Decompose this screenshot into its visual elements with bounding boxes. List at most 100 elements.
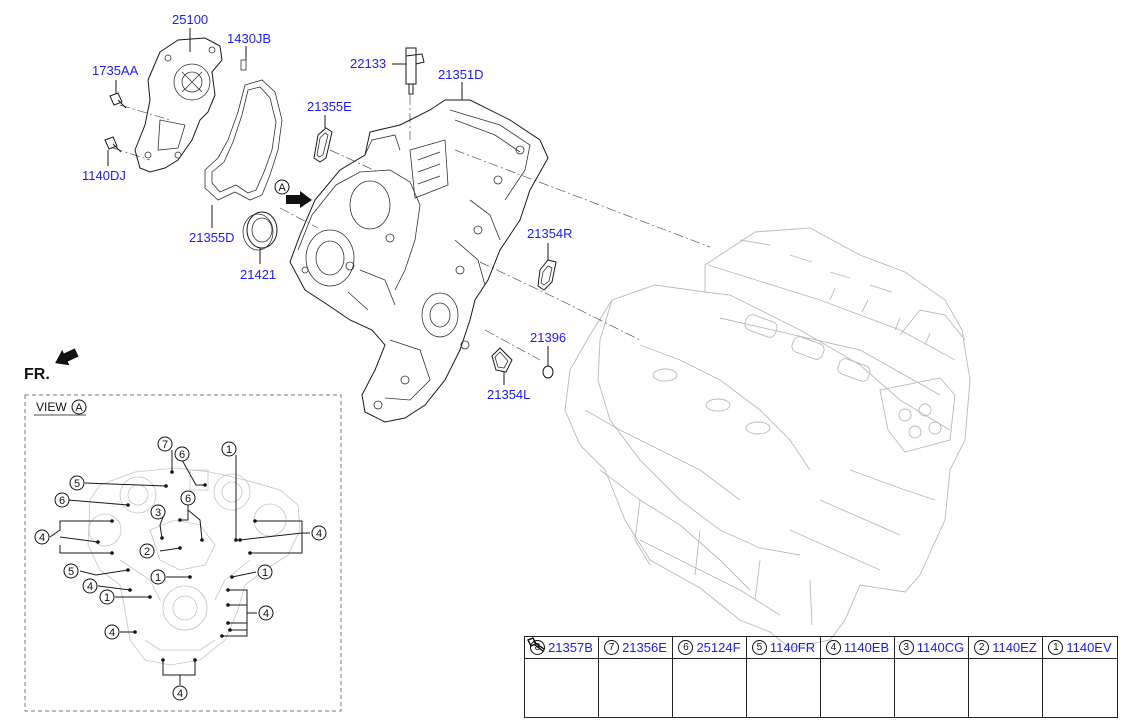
view-callout-3[interactable]: 3 [150, 504, 166, 520]
callout-21355e[interactable]: 21355E [307, 99, 352, 114]
svg-text:4: 4 [316, 528, 322, 540]
bolt-icon-cell-2 [527, 637, 1043, 717]
bolt-icon-cell-7 [527, 637, 673, 717]
view-callout-6a[interactable]: 6 [174, 446, 190, 462]
svg-text:5: 5 [74, 478, 80, 490]
view-callout-1a[interactable]: 1 [221, 441, 237, 457]
view-title: VIEW [36, 400, 67, 414]
callout-21421[interactable]: 21421 [240, 267, 276, 282]
svg-text:4: 4 [109, 627, 115, 639]
oil-seal-part [242, 211, 278, 251]
sensor-22133-part [405, 47, 425, 95]
view-callout-4e[interactable]: 4 [104, 624, 120, 640]
gasket-21354l-part [491, 347, 513, 373]
callout-21354l[interactable]: 21354L [487, 387, 530, 402]
front-label: FR. [24, 366, 50, 383]
callout-21355d[interactable]: 21355D [189, 230, 235, 245]
svg-text:5: 5 [68, 566, 74, 578]
callout-labels: 25100 1430JB 1735AA 1140DJ 21355D 21421 … [82, 12, 573, 402]
view-a-callouts: 7 6 1 5 6 6 3 4 4 2 5 1 1 4 1 4 4 4 [34, 436, 327, 701]
svg-text:7: 7 [162, 439, 168, 451]
view-a-cover-ghost [87, 467, 301, 666]
svg-text:4: 4 [263, 608, 269, 620]
callout-1140dj[interactable]: 1140DJ [82, 168, 126, 183]
view-title-marker: A [75, 402, 83, 414]
bolt-part-number: 21356E [622, 640, 667, 655]
view-callout-7[interactable]: 7 [157, 436, 173, 452]
bolt-icon-cell-3 [527, 637, 969, 717]
view-callout-4c[interactable]: 4 [82, 578, 98, 594]
bolt-index-circle: 5 [751, 640, 767, 655]
timing-cover-part [289, 99, 549, 423]
callout-21396[interactable]: 21396 [530, 330, 566, 345]
o-ring-21396-part [542, 365, 554, 379]
view-callout-4b[interactable]: 4 [311, 525, 327, 541]
svg-text:1: 1 [262, 567, 268, 579]
callout-1430jb[interactable]: 1430JB [227, 31, 271, 46]
svg-text:6: 6 [59, 495, 65, 507]
view-a-leaders [49, 450, 310, 685]
leader-lines [107, 28, 549, 385]
svg-text:1: 1 [104, 592, 110, 604]
engine-block-ghost [564, 227, 971, 649]
callout-21351d[interactable]: 21351D [438, 67, 484, 82]
view-callout-5b[interactable]: 5 [63, 563, 79, 579]
svg-text:4: 4 [177, 688, 183, 700]
bolt-icon-cell-8 [525, 637, 599, 717]
gasket-21354r-part [537, 259, 557, 291]
bolt-part-number: 25124F [696, 640, 741, 655]
svg-text:4: 4 [39, 532, 45, 544]
svg-text:4: 4 [87, 581, 93, 593]
bolt-part-number: 21357B [548, 640, 593, 655]
bolt-part-number: 1140EB [843, 640, 890, 655]
view-direction-arrow [286, 191, 312, 208]
svg-text:2: 2 [144, 546, 150, 558]
bolt-part-number: 1140FR [769, 640, 816, 655]
view-callout-1c[interactable]: 1 [257, 564, 273, 580]
callout-1735aa[interactable]: 1735AA [92, 63, 139, 78]
bolt-1735aa-part [109, 92, 127, 109]
view-a-box: VIEW A [24, 394, 342, 712]
view-a-letter: A [278, 182, 286, 194]
view-callout-4f[interactable]: 4 [172, 685, 188, 701]
svg-text:3: 3 [155, 507, 161, 519]
front-indicator: FR. [24, 348, 79, 383]
view-callout-2[interactable]: 2 [139, 543, 155, 559]
view-a-marker: A [274, 179, 290, 195]
view-callout-4d[interactable]: 4 [258, 605, 274, 621]
bolt-index-circle: 1 [1048, 640, 1064, 655]
center-lines [112, 95, 711, 361]
svg-text:1: 1 [155, 572, 161, 584]
view-callout-6b[interactable]: 6 [54, 492, 70, 508]
callout-22133[interactable]: 22133 [350, 56, 386, 71]
bolt-index-circle: 2 [974, 640, 990, 655]
view-callout-5a[interactable]: 5 [69, 475, 85, 491]
view-callout-4a[interactable]: 4 [34, 529, 50, 545]
bolt-index-circle: 7 [604, 640, 620, 655]
bolt-icon-cell-5 [527, 637, 821, 717]
bolt-part-number: 1140EZ [992, 640, 1037, 655]
bolt-part-number: 1140CG [916, 640, 965, 655]
svg-text:1: 1 [226, 444, 232, 456]
bolt-index-circle: 4 [825, 640, 841, 655]
bolt-icon-cell-6 [527, 637, 747, 717]
callout-25100[interactable]: 25100 [172, 12, 208, 27]
water-pump-part [134, 37, 223, 173]
callout-21354r[interactable]: 21354R [527, 226, 573, 241]
view-callout-1d[interactable]: 1 [99, 589, 115, 605]
bolt-icon-cell-4 [527, 637, 895, 717]
view-callout-1b[interactable]: 1 [150, 569, 166, 585]
bolt-1140dj-part [104, 136, 122, 153]
view-callout-6c[interactable]: 6 [180, 490, 196, 506]
svg-text:6: 6 [185, 493, 191, 505]
